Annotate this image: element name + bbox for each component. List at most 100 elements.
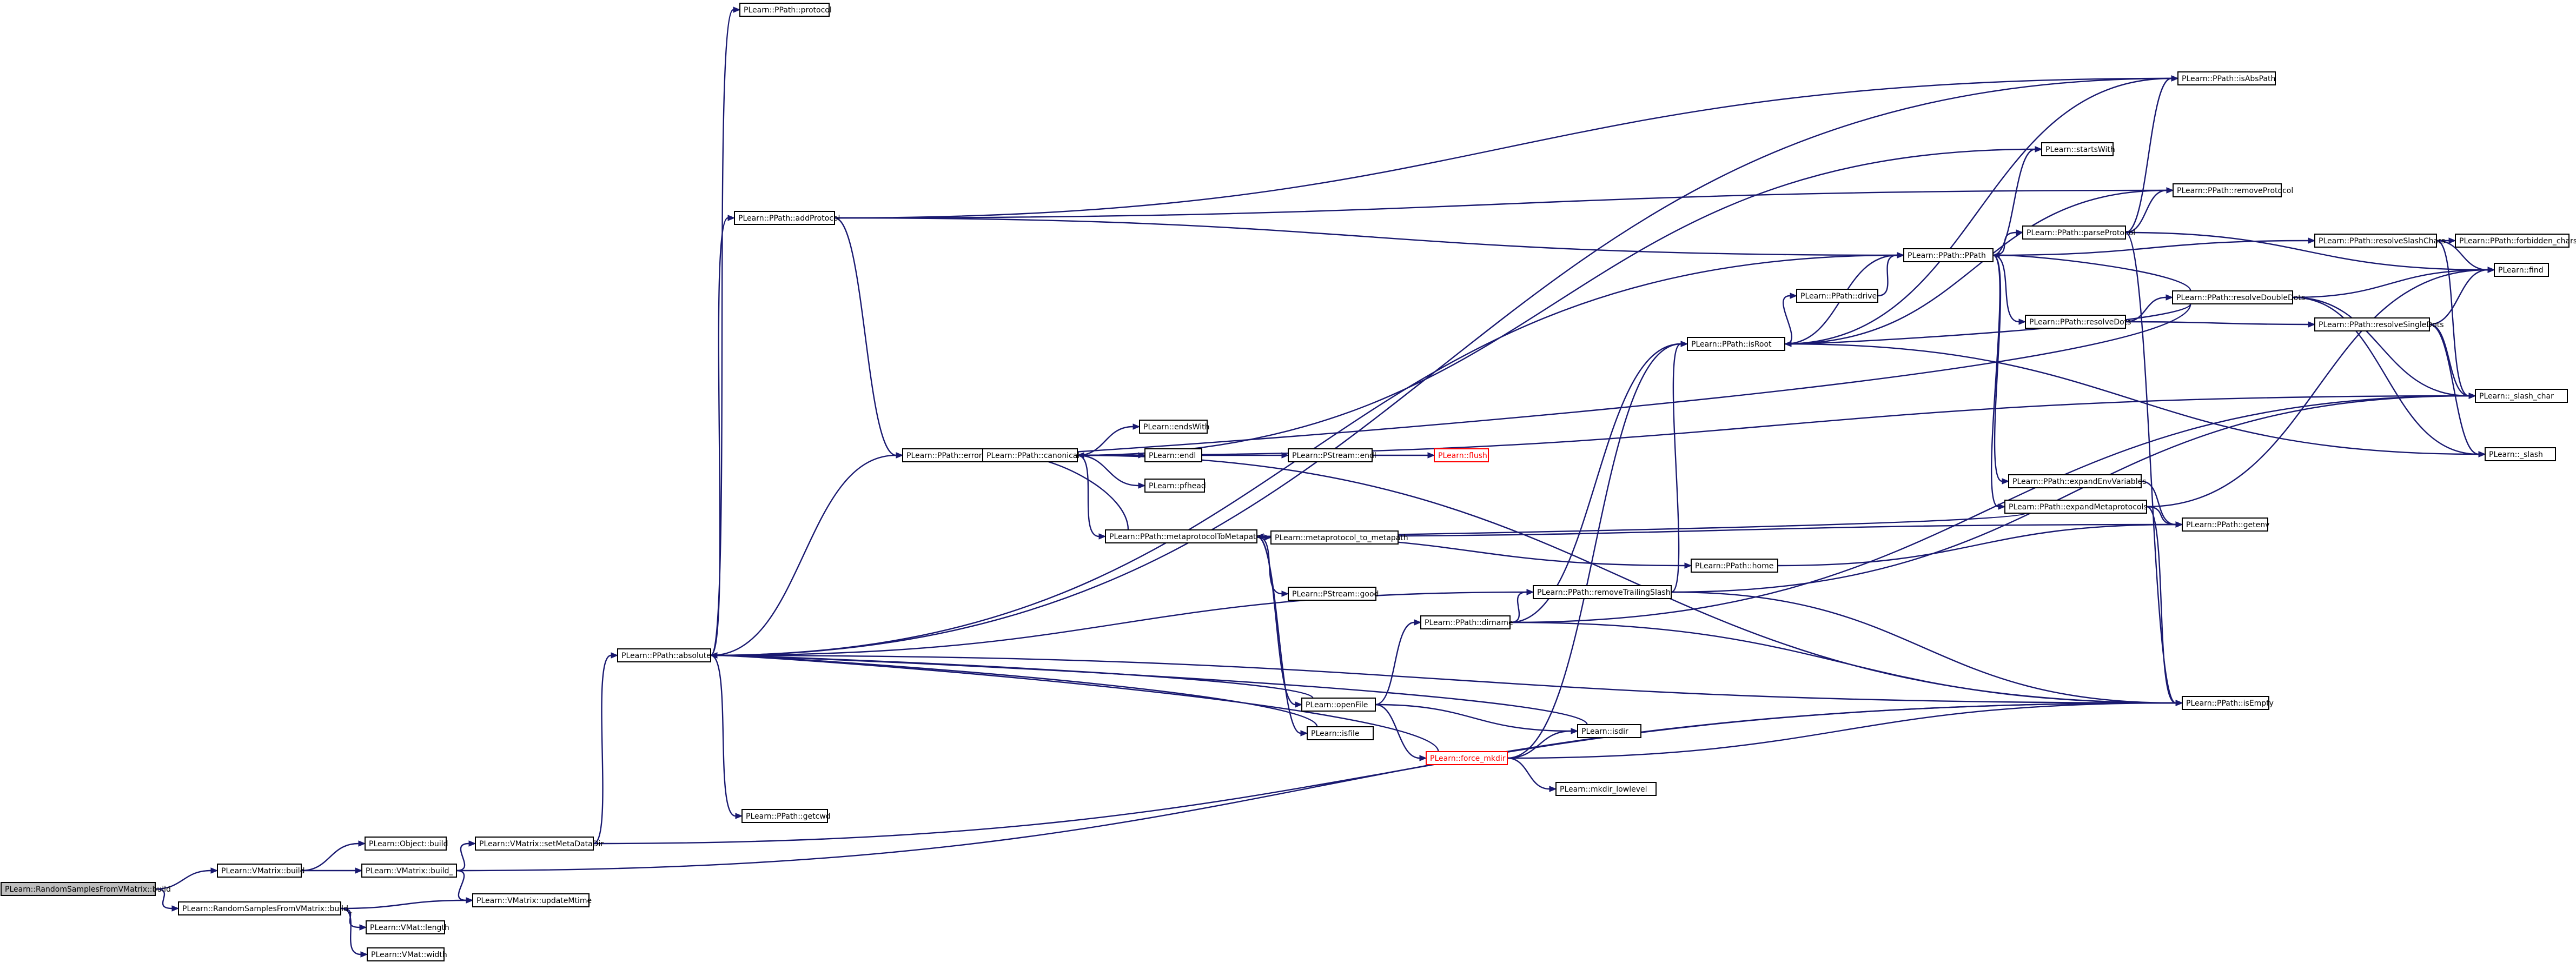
node-box[interactable] — [1903, 248, 1994, 262]
node-box[interactable] — [1577, 724, 1641, 738]
node-box[interactable] — [217, 864, 302, 878]
node-open-file[interactable]: PLearn::openFile — [1301, 698, 1376, 712]
node-ends-with[interactable]: PLearn::endsWith — [1139, 420, 1209, 434]
node-box[interactable] — [1434, 448, 1489, 462]
node-box[interactable] — [1144, 448, 1202, 462]
node-pfhead[interactable]: PLearn::pfhead — [1144, 479, 1206, 493]
node-ppath-dirname[interactable]: PLearn::PPath::dirname — [1420, 615, 1513, 629]
call-edge — [340, 907, 368, 958]
node-ppath-canonical[interactable]: PLearn::PPath::canonical — [982, 448, 1080, 462]
node-ppath-absolute[interactable]: PLearn::PPath::absolute — [617, 648, 711, 662]
node-box[interactable] — [982, 448, 1078, 462]
node-ppath-home[interactable]: PLearn::PPath::home — [1691, 559, 1778, 573]
node-box[interactable] — [2041, 142, 2114, 156]
node-vmatrix-update-mtime[interactable]: PLearn::VMatrix::updateMtime — [472, 893, 592, 907]
node-is-dir[interactable]: PLearn::isdir — [1577, 724, 1641, 738]
node-ppath-ctor[interactable]: PLearn::PPath::PPath — [1903, 248, 1994, 262]
node-box[interactable] — [1426, 751, 1508, 765]
node-box[interactable] — [1270, 530, 1399, 545]
node-force-mkdir[interactable]: PLearn::force_mkdir — [1426, 751, 1508, 765]
node-ppath-resolve-single-dots[interactable]: PLearn::PPath::resolveSingleDots — [2314, 317, 2444, 331]
node-ppath-getenv[interactable]: PLearn::PPath::getenv — [2182, 517, 2269, 532]
node-box[interactable] — [1139, 420, 1208, 434]
node-box[interactable] — [365, 837, 447, 851]
node-mkdir-lowlevel[interactable]: PLearn::mkdir_lowlevel — [1555, 782, 1657, 796]
node-object-build[interactable]: PLearn::Object::build — [365, 837, 448, 851]
node-vmatrix-build-impl[interactable]: PLearn::VMatrix::build_ — [361, 864, 457, 878]
node-endl[interactable]: PLearn::endl — [1144, 448, 1202, 462]
node-box[interactable] — [1555, 782, 1657, 796]
node-box[interactable] — [2022, 225, 2126, 240]
node-ppath-remove-trailing-slash[interactable]: PLearn::PPath::removeTrailingSlash — [1533, 585, 1672, 599]
node-box[interactable] — [1144, 479, 1205, 493]
node-box[interactable] — [1, 882, 156, 896]
node-box[interactable] — [2475, 389, 2568, 403]
node-box[interactable] — [1533, 585, 1672, 599]
node-ppath-parse-protocol[interactable]: PLearn::PPath::parseProtocol — [2022, 225, 2135, 240]
node-box[interactable] — [2173, 183, 2282, 197]
node-box[interactable] — [2494, 263, 2549, 277]
node-box[interactable] — [2172, 290, 2293, 304]
node-ppath-remove-protocol[interactable]: PLearn::PPath::removeProtocol — [2173, 183, 2293, 197]
node-is-file[interactable]: PLearn::isfile — [1307, 726, 1374, 740]
node-box[interactable] — [472, 893, 590, 907]
node-box[interactable] — [2182, 696, 2269, 710]
node-box[interactable] — [475, 837, 594, 851]
node-box[interactable] — [741, 809, 828, 823]
node-pstream-endl[interactable]: PLearn::PStream::endl — [1288, 448, 1376, 462]
node-box[interactable] — [2485, 447, 2556, 461]
node-ppath-resolve-dots[interactable]: PLearn::PPath::resolveDots — [2025, 315, 2131, 329]
node-box[interactable] — [2182, 517, 2268, 532]
node-box[interactable] — [1288, 587, 1376, 601]
node-ppath-expand-metaprotocols[interactable]: PLearn::PPath::expandMetaprotocols — [2004, 500, 2148, 514]
node-box[interactable] — [361, 864, 457, 878]
node-vmat-width[interactable]: PLearn::VMat::width — [367, 947, 447, 961]
node-metaprotocol-to-metapath-fn[interactable]: PLearn::metaprotocol_to_metapath — [1270, 530, 1408, 545]
node-box[interactable] — [1288, 448, 1373, 462]
node-box[interactable] — [2314, 317, 2430, 331]
node-box[interactable] — [1420, 615, 1511, 629]
node-vmatrix-build[interactable]: PLearn::VMatrix::build — [217, 864, 305, 878]
node-box[interactable] — [1796, 289, 1878, 303]
node-box[interactable] — [178, 901, 341, 915]
node-random-samples-build-impl[interactable]: PLearn::RandomSamplesFromVMatrix::build_ — [178, 901, 353, 915]
node-box[interactable] — [2004, 500, 2147, 514]
node-box[interactable] — [1301, 698, 1376, 712]
node-vmatrix-set-metadatadir[interactable]: PLearn::VMatrix::setMetaDataDir — [475, 837, 604, 851]
node-slash-char[interactable]: PLearn::_slash_char — [2475, 389, 2568, 403]
node-box[interactable] — [739, 3, 830, 17]
node-box[interactable] — [2025, 315, 2126, 329]
node-box[interactable] — [1105, 529, 1257, 543]
node-vmat-length[interactable]: PLearn::VMat::length — [366, 920, 449, 934]
node-pstream-good[interactable]: PLearn::PStream::good — [1288, 587, 1379, 601]
node-ppath-resolve-slash-chars[interactable]: PLearn::PPath::resolveSlashChars — [2314, 234, 2445, 248]
node-ppath-resolve-double-dots[interactable]: PLearn::PPath::resolveDoubleDots — [2172, 290, 2305, 304]
node-ppath-expand-env-variables[interactable]: PLearn::PPath::expandEnvVariables — [2008, 474, 2147, 488]
node-box[interactable] — [2455, 234, 2570, 248]
node-box[interactable] — [617, 648, 711, 662]
node-ppath-is-abs-path[interactable]: PLearn::PPath::isAbsPath — [2177, 71, 2276, 85]
node-ppath-add-protocol[interactable]: PLearn::PPath::addProtocol — [734, 211, 840, 225]
node-ppath-getcwd[interactable]: PLearn::PPath::getcwd — [741, 809, 831, 823]
node-box[interactable] — [2008, 474, 2142, 488]
node-ppath-drive[interactable]: PLearn::PPath::drive — [1796, 289, 1878, 303]
node-box[interactable] — [367, 947, 445, 961]
node-ppath-protocol[interactable]: PLearn::PPath::protocol — [739, 3, 832, 17]
node-ppath-is-root[interactable]: PLearn::PPath::isRoot — [1687, 337, 1785, 351]
node-label: PLearn::VMat::width — [371, 951, 447, 959]
node-box[interactable] — [2314, 234, 2437, 248]
node-ppath-forbidden-chars[interactable]: PLearn::PPath::forbidden_chars — [2455, 234, 2576, 248]
node-metaprotocol-to-metapath[interactable]: PLearn::PPath::metaprotocolToMetapath — [1105, 529, 1261, 543]
node-find[interactable]: PLearn::find — [2494, 263, 2549, 277]
node-box[interactable] — [2177, 71, 2276, 85]
node-starts-with[interactable]: PLearn::startsWith — [2041, 142, 2115, 156]
node-flush[interactable]: PLearn::flush — [1434, 448, 1489, 462]
node-ppath-is-empty[interactable]: PLearn::PPath::isEmpty — [2182, 696, 2274, 710]
node-box[interactable] — [1691, 559, 1778, 573]
node-box[interactable] — [734, 211, 835, 225]
node-slash[interactable]: PLearn::_slash — [2485, 447, 2556, 461]
node-box[interactable] — [1687, 337, 1785, 351]
node-box[interactable] — [1307, 726, 1374, 740]
node-box[interactable] — [366, 920, 445, 934]
node-random-samples-build[interactable]: PLearn::RandomSamplesFromVMatrix::build — [1, 882, 171, 896]
